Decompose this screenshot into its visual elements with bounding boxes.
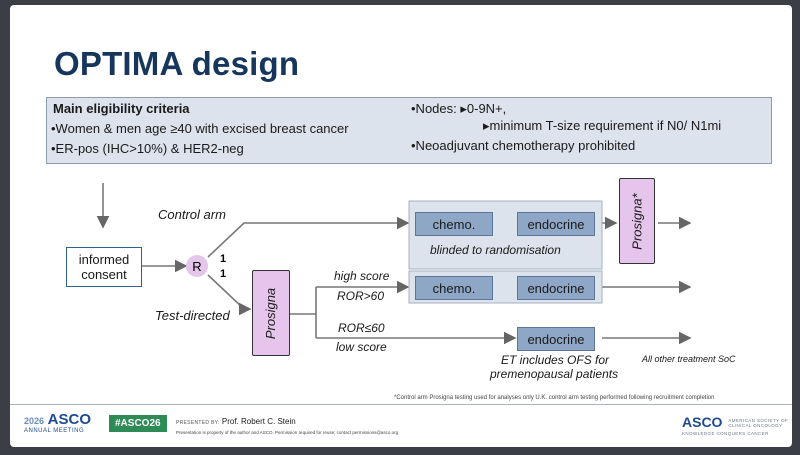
criteria-item-neoadjuvant: •Neoadjuvant chemotherapy prohibited xyxy=(411,138,636,153)
criteria-item-nodes: •Nodes: ▸0-9N+, xyxy=(411,101,507,116)
randomisation-node: R xyxy=(186,255,208,277)
high-score-chemo-box: chemo. xyxy=(415,276,493,300)
meeting-sub: ANNUAL MEETING xyxy=(24,428,85,434)
asco-logo-text: ASCO xyxy=(682,414,723,430)
criteria-heading: Main eligibility criteria xyxy=(53,101,190,116)
meeting-year: 2026 xyxy=(24,416,45,426)
asco-tagline-2: CLINICAL ONCOLOGY xyxy=(728,423,783,429)
meeting-logo: 2026 ASCO ANNUAL MEETING xyxy=(24,411,91,434)
prosigna-test-box: Prosigna xyxy=(252,270,290,356)
flow-connectors xyxy=(96,183,692,345)
low-score-label: low score xyxy=(336,340,387,354)
hashtag-badge: #ASCO26 xyxy=(109,415,167,432)
eligibility-criteria-box: Main eligibility criteria •Women & men a… xyxy=(46,97,772,164)
et-note-line2: premenopausal patients xyxy=(490,367,619,381)
criteria-item-tsize: ▸minimum T-size requirement if N0/ N1mi xyxy=(483,118,722,133)
low-score-endocrine-box: endocrine xyxy=(517,327,595,351)
footer-divider xyxy=(10,404,792,405)
informed-consent-box: informed consent xyxy=(66,247,142,287)
presenter-name: Prof. Robert C. Stein xyxy=(221,417,296,426)
ror-low-label: ROR≤60 xyxy=(338,321,385,335)
high-score-label: high score xyxy=(334,269,390,283)
criteria-item-receptor: •ER-pos (IHC>10%) & HER2-neg xyxy=(51,141,244,156)
criteria-item-age: •Women & men age ≥40 with excised breast… xyxy=(51,121,349,136)
high-score-endocrine-box: endocrine xyxy=(517,276,595,300)
control-chemo-box: chemo. xyxy=(415,212,493,236)
presenter-block: PRESENTED BY: Prof. Robert C. Stein Pres… xyxy=(176,417,398,435)
control-arm-label: Control arm xyxy=(158,207,226,222)
control-endocrine-box: endocrine xyxy=(517,212,595,236)
blinded-note: blinded to randomisation xyxy=(430,243,561,257)
test-directed-label: Test-directed xyxy=(155,308,230,323)
asco-logo: ASCO AMERICAN SOCIETY OF CLINICAL ONCOLO… xyxy=(682,414,788,436)
asco-tagline-1: AMERICAN SOCIETY OF xyxy=(728,418,789,424)
asco-tagline-3: KNOWLEDGE CONQUERS CANCER xyxy=(682,431,769,436)
ror-high-label: ROR>60 xyxy=(337,289,385,303)
footnote: *Control arm Prosigna testing used for a… xyxy=(394,395,715,401)
slide: OPTIMA design Main eligibility criteria … xyxy=(10,5,792,447)
prosigna-test-label: Prosigna xyxy=(263,287,279,339)
ratio-bottom: 1 xyxy=(220,268,227,280)
slide-title: OPTIMA design xyxy=(54,45,300,82)
prosigna-control-box: Prosigna* xyxy=(619,178,655,264)
prosigna-control-label: Prosigna* xyxy=(629,192,645,250)
et-note-line1: ET includes OFS for xyxy=(501,353,610,367)
soc-note: All other treatment SoC xyxy=(642,354,736,364)
disclaimer: Presentation is property of the author a… xyxy=(176,430,399,435)
presented-by-label: PRESENTED BY: xyxy=(176,420,220,426)
meeting-name: ASCO xyxy=(47,411,91,428)
ratio-top: 1 xyxy=(220,253,227,265)
